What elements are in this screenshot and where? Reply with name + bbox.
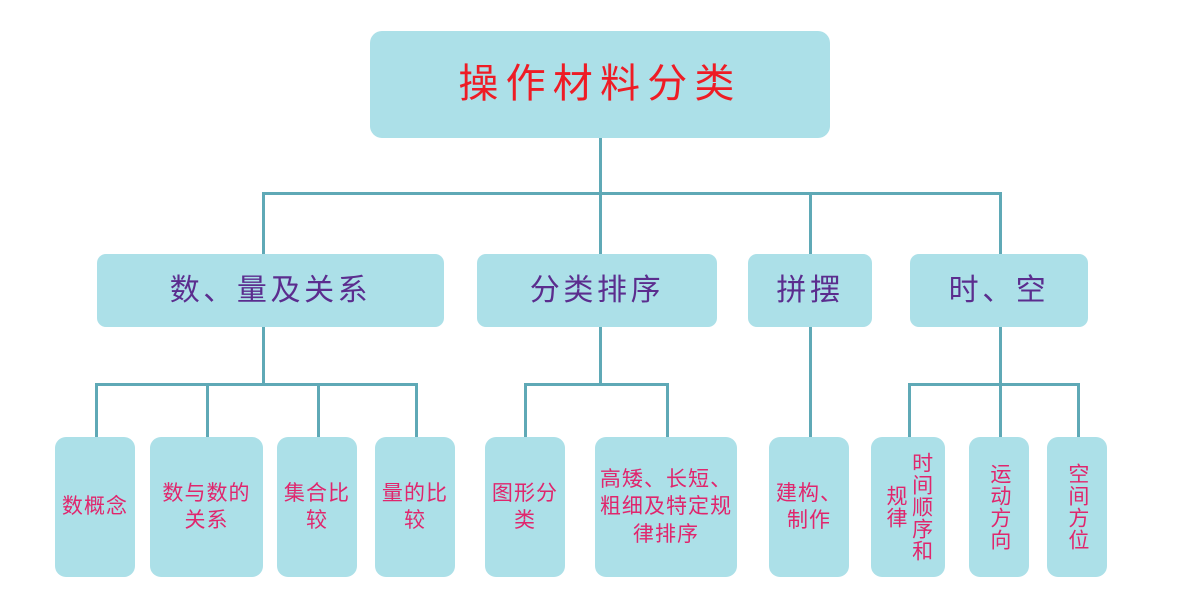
connector-drop-branch-2 [599, 192, 602, 254]
connector-root-stem [599, 137, 602, 194]
leaf-node-运动方向[interactable]: 运动方向 [969, 437, 1029, 577]
leaf-node-建构制作[interactable]: 建构、制作 [769, 437, 849, 577]
connector-bus-branch-2 [524, 383, 669, 386]
leaf-node-图形分类[interactable]: 图形分类 [485, 437, 565, 577]
leaf-node-集合比较[interactable]: 集合比较 [277, 437, 357, 577]
connector-drop-leaf-1 [95, 383, 98, 438]
branch-node-拼摆[interactable]: 拼摆 [748, 254, 872, 327]
connector-stem-branch-1 [262, 326, 265, 383]
connector-drop-branch-1 [262, 192, 265, 254]
connector-drop-leaf-4 [415, 383, 418, 438]
branch-node-数量及关系[interactable]: 数、量及关系 [97, 254, 444, 327]
connector-drop-leaf-3 [317, 383, 320, 438]
root-node-操作材料分类[interactable]: 操作材料分类 [370, 31, 830, 138]
connector-drop-leaf-9 [1077, 383, 1080, 438]
leaf-node-数与数的关系[interactable]: 数与数的关系 [150, 437, 263, 577]
connector-drop-branch-4 [999, 192, 1002, 254]
leaf-node-高矮长短粗细及特定规律排序[interactable]: 高矮、长短、粗细及特定规律排序 [595, 437, 737, 577]
connector-drop-branch-3 [809, 192, 812, 254]
connector-drop-leaf-7 [908, 383, 911, 438]
connector-drop-leaf-8 [999, 383, 1002, 438]
connector-stem-branch-4 [999, 326, 1002, 383]
connector-bus-branch-1 [95, 383, 418, 386]
leaf-node-数概念[interactable]: 数概念 [55, 437, 135, 577]
connector-drop-leaf-6 [666, 383, 669, 438]
connector-stem-branch-3 [809, 326, 812, 438]
connector-drop-leaf-2 [206, 383, 209, 438]
branch-node-时空[interactable]: 时、空 [910, 254, 1088, 327]
connector-bus-branch-4 [908, 383, 1080, 386]
connector-level2-bus [262, 192, 1002, 195]
branch-node-分类排序[interactable]: 分类排序 [477, 254, 717, 327]
leaf-node-空间方位[interactable]: 空间方位 [1047, 437, 1107, 577]
leaf-node-量的比较[interactable]: 量的比较 [375, 437, 455, 577]
connector-drop-leaf-5 [524, 383, 527, 438]
connector-stem-branch-2 [599, 326, 602, 383]
leaf-node-时间顺序和规律[interactable]: 时间顺序和规律 [871, 437, 945, 577]
